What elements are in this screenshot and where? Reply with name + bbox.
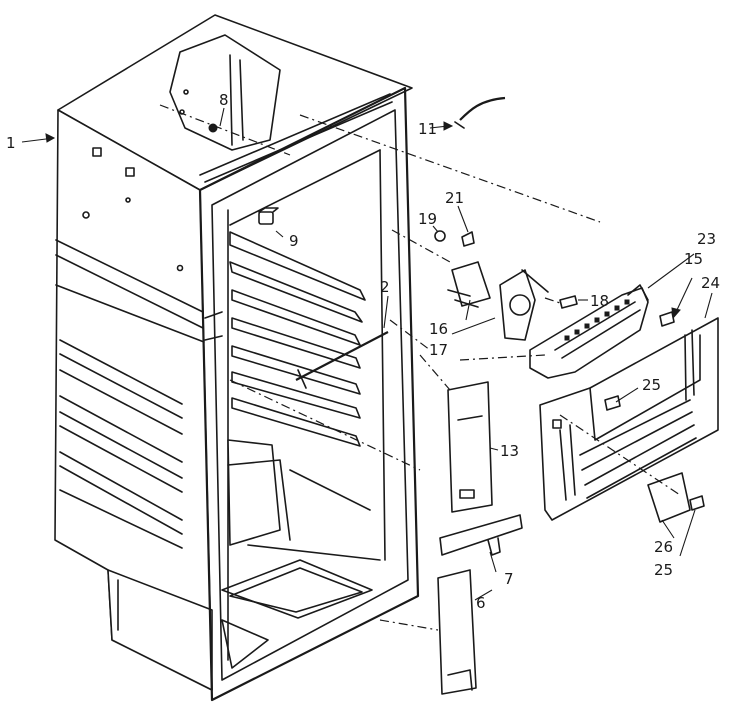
callout-labels: 1 2 6 7 8 9 11 13 15 16 17 18 19 21 23 2… bbox=[6, 91, 720, 612]
cabinet bbox=[54, 14, 420, 702]
part-7 bbox=[439, 514, 523, 556]
callout-24: 24 bbox=[701, 274, 720, 292]
side-hole bbox=[176, 264, 184, 272]
callout-19: 19 bbox=[418, 210, 437, 228]
side-ribs bbox=[59, 339, 183, 549]
alignment-lines bbox=[159, 104, 681, 631]
callout-15: 15 bbox=[684, 250, 703, 268]
callout-1: 1 bbox=[6, 134, 16, 152]
callout-11: 11 bbox=[418, 120, 437, 138]
side-hole bbox=[125, 167, 135, 177]
part-23-duct bbox=[529, 284, 649, 379]
part-8-bracket bbox=[169, 34, 281, 151]
side-band-top bbox=[55, 239, 204, 313]
part-15 bbox=[659, 311, 675, 327]
part-18 bbox=[559, 295, 578, 309]
side-band-bottom bbox=[55, 254, 204, 329]
part-24-panel bbox=[539, 317, 719, 521]
side-hole bbox=[82, 211, 90, 219]
callout-9: 9 bbox=[289, 232, 299, 250]
callout-16: 16 bbox=[429, 320, 448, 338]
part-25-upper bbox=[604, 395, 621, 411]
part-9 bbox=[258, 207, 279, 225]
callout-8: 8 bbox=[219, 91, 229, 109]
side-hole bbox=[92, 147, 102, 157]
bottom-tray bbox=[221, 559, 373, 619]
part-6 bbox=[437, 569, 477, 695]
part-2-rod bbox=[295, 331, 389, 389]
part-25-lower bbox=[689, 495, 705, 511]
part-19 bbox=[434, 230, 446, 242]
callout-18: 18 bbox=[590, 292, 609, 310]
part-11-cord bbox=[454, 96, 506, 129]
callout-25-upper: 25 bbox=[642, 376, 661, 394]
callout-6: 6 bbox=[476, 594, 486, 612]
damper-assembly bbox=[434, 230, 549, 341]
callout-13: 13 bbox=[500, 442, 519, 460]
side-band-lower bbox=[55, 284, 205, 343]
part-16 bbox=[451, 261, 491, 307]
crisper bbox=[227, 439, 281, 546]
front-frame-inner bbox=[211, 109, 409, 681]
side-hole bbox=[125, 197, 131, 203]
callout-23: 23 bbox=[697, 230, 716, 248]
shelves bbox=[229, 231, 366, 447]
duct-vents bbox=[564, 299, 630, 341]
part-26 bbox=[647, 472, 691, 523]
part-13 bbox=[447, 381, 493, 513]
callout-17: 17 bbox=[429, 341, 448, 359]
leader-lines bbox=[21, 107, 713, 601]
callout-25-lower: 25 bbox=[654, 561, 673, 579]
callout-26: 26 bbox=[654, 538, 673, 556]
callout-7: 7 bbox=[504, 570, 514, 588]
front-frame-outer bbox=[198, 86, 420, 702]
callout-2: 2 bbox=[380, 278, 390, 296]
part-21 bbox=[461, 231, 475, 247]
callout-21: 21 bbox=[445, 189, 464, 207]
